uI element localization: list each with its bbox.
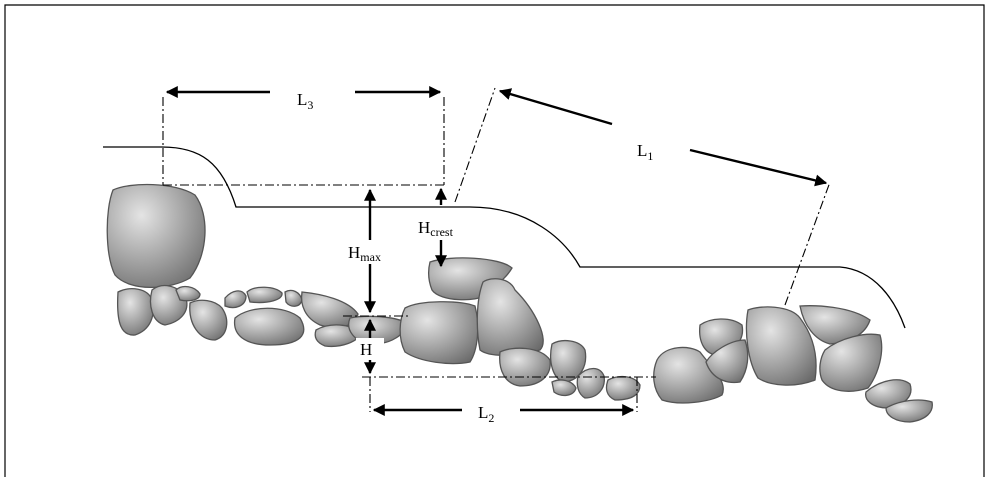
h-label-bg (356, 338, 384, 360)
rock (885, 399, 933, 423)
streambed-rocks (106, 183, 933, 423)
rock (576, 367, 605, 399)
rock (499, 347, 551, 387)
rock (348, 315, 406, 345)
boulder (106, 183, 206, 289)
rock (865, 379, 912, 409)
l1-arrow-right (689, 148, 828, 187)
l2-label: L2 (478, 403, 494, 425)
rock (224, 290, 247, 309)
l1-arrow-left (498, 88, 613, 126)
l1-left-extension (454, 87, 496, 203)
rock (233, 307, 305, 346)
dimension-arrows (165, 86, 828, 416)
rock (605, 375, 641, 401)
hmax-label: Hmax (348, 243, 381, 264)
hmax-label-bg (345, 240, 395, 264)
h-label: H (360, 340, 372, 359)
rock (550, 339, 587, 383)
frame-border (4, 4, 985, 477)
l1-right-extension (784, 181, 831, 306)
rock (116, 288, 154, 336)
water-surface-line (103, 146, 906, 329)
rock (246, 286, 283, 304)
rock (745, 306, 817, 386)
rock (705, 339, 749, 384)
l1-label: L1 (637, 141, 653, 163)
hcrest-label: Hcrest (418, 218, 454, 239)
l3-label: L3 (297, 90, 313, 112)
reference-lines (162, 87, 831, 412)
rock (399, 301, 479, 365)
rock (189, 299, 228, 341)
rock (819, 333, 883, 392)
rock (476, 278, 544, 356)
rock (175, 285, 201, 302)
rock (284, 289, 303, 307)
rock (551, 379, 577, 397)
rock (314, 324, 361, 348)
